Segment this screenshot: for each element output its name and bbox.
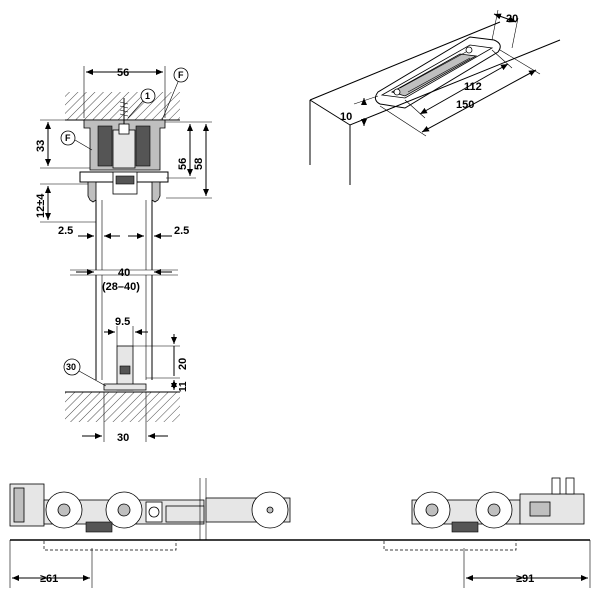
dim-10-label: 10 xyxy=(340,111,352,123)
leader-one xyxy=(127,100,144,119)
carriage-left-tail xyxy=(165,505,205,523)
dim-11-label: 11 xyxy=(178,381,189,392)
side-view: ≥61 ≥91 xyxy=(9,477,591,588)
hanger-right xyxy=(451,521,479,533)
ext-150-a xyxy=(379,105,427,137)
cross-section-view: 56 F 1 F 33 12±4 56 58 2.5 xyxy=(35,66,212,444)
floor-guide-base xyxy=(103,383,147,391)
damper-left-circle xyxy=(148,506,160,518)
dim-40-label: 40 xyxy=(118,267,130,279)
screw-thread xyxy=(119,101,129,117)
ext-112-a xyxy=(404,99,426,119)
dim-56-right-label: 56 xyxy=(177,158,189,170)
dim-20-label: 20 xyxy=(177,358,189,370)
dim-61-label: ≥61 xyxy=(40,573,58,585)
dim-iso-20 xyxy=(493,13,517,23)
track-screw-a xyxy=(393,88,401,96)
floor-guide-screw xyxy=(119,365,131,375)
roller-left xyxy=(97,125,113,167)
callout-thirty-label: 30 xyxy=(66,362,76,372)
callout-thirty xyxy=(63,358,81,376)
dim-12-label: 12±4 xyxy=(35,193,47,218)
fitting-left-dashed xyxy=(43,539,177,551)
wheel-left-a-hub xyxy=(57,503,71,517)
leader-thirty xyxy=(78,370,107,387)
dim-150 xyxy=(421,69,537,133)
top-back-edge xyxy=(309,21,501,101)
end-stop-left-inner xyxy=(13,487,25,523)
dim-33-label: 33 xyxy=(35,140,47,152)
dim-40-range-label: (28–40) xyxy=(102,281,140,293)
callout-one xyxy=(140,88,156,104)
dim-2-5-left-label: 2.5 xyxy=(58,225,73,237)
isometric-view: 20 112 150 10 xyxy=(309,9,561,185)
wheel-right-a-hub xyxy=(425,503,439,517)
door-profile-right xyxy=(151,181,161,203)
screw-head xyxy=(118,123,130,135)
callout-f-top xyxy=(173,67,189,83)
roller-body xyxy=(112,129,136,169)
dim-30-label: 30 xyxy=(117,432,129,444)
floor-hatch xyxy=(65,392,180,422)
dim-58-label: 58 xyxy=(193,158,205,170)
hanger-adjuster xyxy=(115,175,135,185)
ext-iso-20-b xyxy=(511,17,519,49)
end-stop-pin-b xyxy=(565,477,575,495)
end-stop-right-inner xyxy=(529,501,551,517)
ceiling-hatch xyxy=(65,92,180,120)
leader-f-left xyxy=(74,139,93,151)
end-stop-pin-a xyxy=(551,477,561,495)
dim-56-top-label: 56 xyxy=(117,67,129,79)
track-outline xyxy=(374,36,501,109)
panel-clip xyxy=(79,171,169,183)
dim-112-label: 112 xyxy=(464,81,482,93)
callout-f-top-label: F xyxy=(178,70,184,80)
track-screw-b xyxy=(465,46,473,54)
wheel-right-b-hub xyxy=(487,503,501,517)
dim-150-label: 150 xyxy=(456,99,474,111)
ext-10-a xyxy=(353,95,379,105)
ext-112-b xyxy=(491,49,513,69)
wheel-left-b-hub xyxy=(117,503,131,517)
hanger-left xyxy=(85,521,113,533)
door-profile-left xyxy=(87,181,97,203)
fitting-right-dashed xyxy=(383,539,517,551)
dim-iso-20-label: 20 xyxy=(506,13,518,25)
callout-f-left-label: F xyxy=(65,133,71,143)
callout-one-label: 1 xyxy=(145,91,150,101)
roller-right xyxy=(135,125,151,167)
dim-91-label: ≥91 xyxy=(516,573,534,585)
wheel-mid-hub xyxy=(266,506,274,514)
end-stop-right xyxy=(519,493,585,525)
dim-2-5-right-label: 2.5 xyxy=(174,225,189,237)
callout-f-left xyxy=(60,130,76,146)
leader-f-top xyxy=(161,81,179,121)
dim-9-5-label: 9.5 xyxy=(115,316,130,328)
